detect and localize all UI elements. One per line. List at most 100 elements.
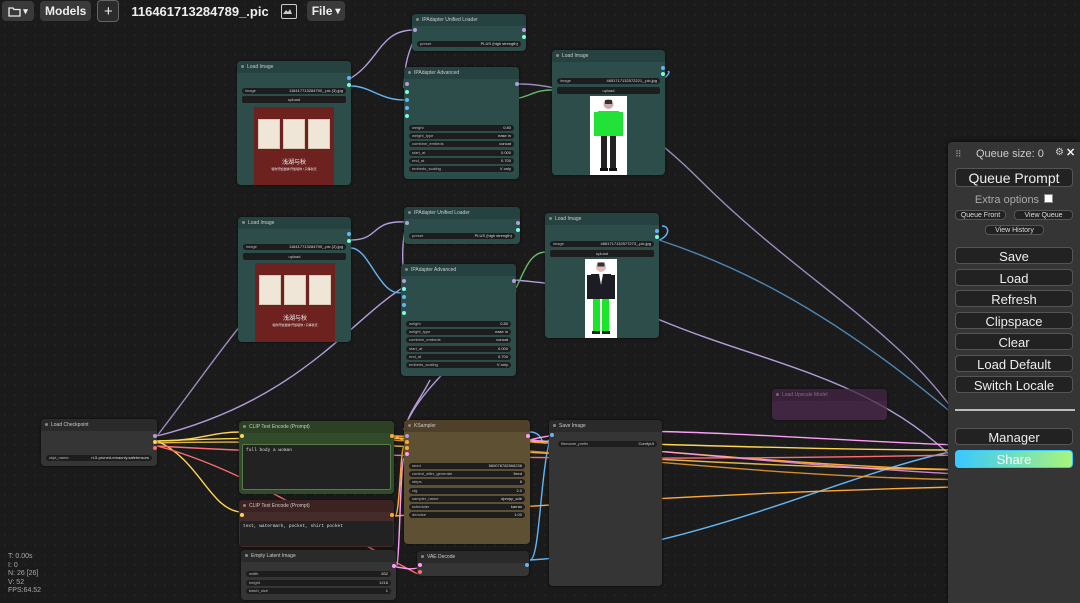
- widget-value: 0.000: [500, 149, 511, 155]
- image-select[interactable]: image 4651717132572221_.pic.jpg: [557, 78, 660, 84]
- image-select[interactable]: image 116417713284790_.pic (2).jpg: [243, 244, 346, 250]
- widget-label: height: [249, 579, 260, 585]
- node-title: VAE Decode: [417, 551, 529, 563]
- stat-i: I: 0: [8, 561, 18, 569]
- preview-card-title: 浅湖与秋: [282, 316, 307, 322]
- node-ipadapter-loader-2[interactable]: IPAdapter Unified Loader preset PLUS (hi…: [404, 207, 520, 244]
- preset-select[interactable]: preset PLUS (high strength): [409, 233, 515, 239]
- extra-options-checkbox[interactable]: [1044, 194, 1054, 203]
- queue-menu-panel: ⠿ Queue size: 0 ⚙ ✕ Queue Prompt Extra o…: [948, 142, 1080, 603]
- view-history-button[interactable]: View History: [985, 225, 1044, 235]
- widget-value: 4661717132577273_.pic.jpg: [600, 241, 652, 246]
- node-clip-text-negative[interactable]: CLIP Text Encode (Prompt) text, watermar…: [239, 500, 394, 547]
- node-ipadapter-loader-1[interactable]: IPAdapter Unified Loader preset PLUS (hi…: [412, 14, 526, 51]
- widget-value: 0.700: [497, 353, 508, 359]
- widget-label: weight: [409, 321, 421, 326]
- top-toolbar: ▾ Models + 116461713284789_.pic File ▾: [0, 0, 1080, 22]
- view-queue-button[interactable]: View Queue: [1014, 210, 1073, 220]
- node-faded[interactable]: Load Upscale Model: [772, 389, 887, 420]
- chevron-down-icon: ▾: [335, 5, 341, 17]
- switch-locale-button[interactable]: Switch Locale: [955, 376, 1073, 393]
- node-title: IPAdapter Advanced: [404, 67, 519, 79]
- widget-label: batch_size: [249, 588, 269, 593]
- widget-value: 1.00: [514, 512, 522, 518]
- upload-button[interactable]: upload: [242, 96, 346, 103]
- widget-label: sampler_name: [412, 495, 439, 501]
- widget-value: 0.80: [500, 321, 508, 326]
- prompt-textarea[interactable]: text, watermark, pocket, shirt pocket: [240, 521, 393, 546]
- widget-label: cfg: [412, 487, 418, 493]
- image-select[interactable]: image 4661717132577273_.pic.jpg: [550, 241, 654, 247]
- close-icon[interactable]: ✕: [1066, 147, 1076, 159]
- node-load-image-2[interactable]: Load Image image 116417713284790_.pic (2…: [238, 217, 351, 342]
- models-button[interactable]: Models: [40, 1, 92, 21]
- node-vae-decode[interactable]: VAE Decode: [417, 551, 529, 576]
- clipspace-button[interactable]: Clipspace: [955, 312, 1073, 329]
- node-clip-text-positive[interactable]: CLIP Text Encode (Prompt) full body a wo…: [239, 421, 394, 494]
- widget-value: PLUS (high strength): [474, 233, 512, 238]
- manager-button[interactable]: Manager: [955, 428, 1073, 445]
- preset-select[interactable]: preset PLUS (high strength): [417, 41, 521, 47]
- node-load-checkpoint[interactable]: Load Checkpoint ckpt_name rt-5-pruned-em…: [41, 419, 157, 466]
- share-button[interactable]: Share: [955, 450, 1073, 468]
- image-preview: 浅湖与秋 喂你开饭尝鲜/开饭喂你 / 只等秋天: [254, 107, 334, 185]
- widget-label: steps: [412, 479, 422, 485]
- settings-gear-icon[interactable]: ⚙: [1055, 147, 1064, 158]
- workflow-folder-button[interactable]: ▾: [2, 1, 34, 21]
- node-load-image-4[interactable]: Load Image image 4661717132577273_.pic.j…: [545, 213, 659, 338]
- load-default-button[interactable]: Load Default: [955, 355, 1073, 372]
- queue-front-button[interactable]: Queue Front: [955, 210, 1006, 220]
- refresh-button[interactable]: Refresh: [955, 290, 1073, 307]
- image-icon[interactable]: [280, 3, 297, 19]
- upload-button[interactable]: upload: [550, 250, 654, 257]
- clear-button[interactable]: Clear: [955, 333, 1073, 350]
- queue-prompt-button[interactable]: Queue Prompt: [955, 168, 1073, 187]
- upload-button[interactable]: upload: [557, 87, 660, 94]
- new-workflow-button[interactable]: +: [97, 0, 120, 22]
- preview-card-subtitle: 喂你开饭尝鲜/开饭喂你 / 只等秋天: [272, 323, 318, 327]
- node-load-image-3[interactable]: Load Image image 4651717132572221_.pic.j…: [552, 50, 665, 175]
- drag-handle-icon[interactable]: ⠿: [955, 149, 962, 159]
- widget-value: 832: [381, 571, 388, 576]
- prompt-textarea[interactable]: full body a woman: [242, 444, 391, 490]
- upload-button[interactable]: upload: [243, 253, 346, 260]
- load-button[interactable]: Load: [955, 269, 1073, 286]
- checkpoint-select[interactable]: ckpt_name rt-5-pruned-emaonly.safetensor…: [46, 455, 152, 461]
- filename-prefix-field[interactable]: filename_prefix ComfyUI: [558, 441, 657, 447]
- node-save-image[interactable]: Save Image filename_prefix ComfyUI: [549, 420, 662, 586]
- widget-weight[interactable]: weight 0.80: [406, 321, 511, 327]
- image-select[interactable]: image 116417713284790_.pic (3).jpg: [242, 88, 346, 94]
- widget-value: rt-5-pruned-emaonly.safetensors: [91, 455, 149, 460]
- file-menu-button[interactable]: File ▾: [306, 1, 346, 21]
- widget-value: 560078782568236: [488, 463, 522, 468]
- node-load-image-1[interactable]: Load Image image 116417713284790_.pic (3…: [237, 61, 351, 185]
- save-button[interactable]: Save: [955, 247, 1073, 264]
- widget-value: 116417713284790_.pic (3).jpg: [289, 88, 343, 93]
- queue-size-label: Queue size: 0: [976, 148, 1044, 160]
